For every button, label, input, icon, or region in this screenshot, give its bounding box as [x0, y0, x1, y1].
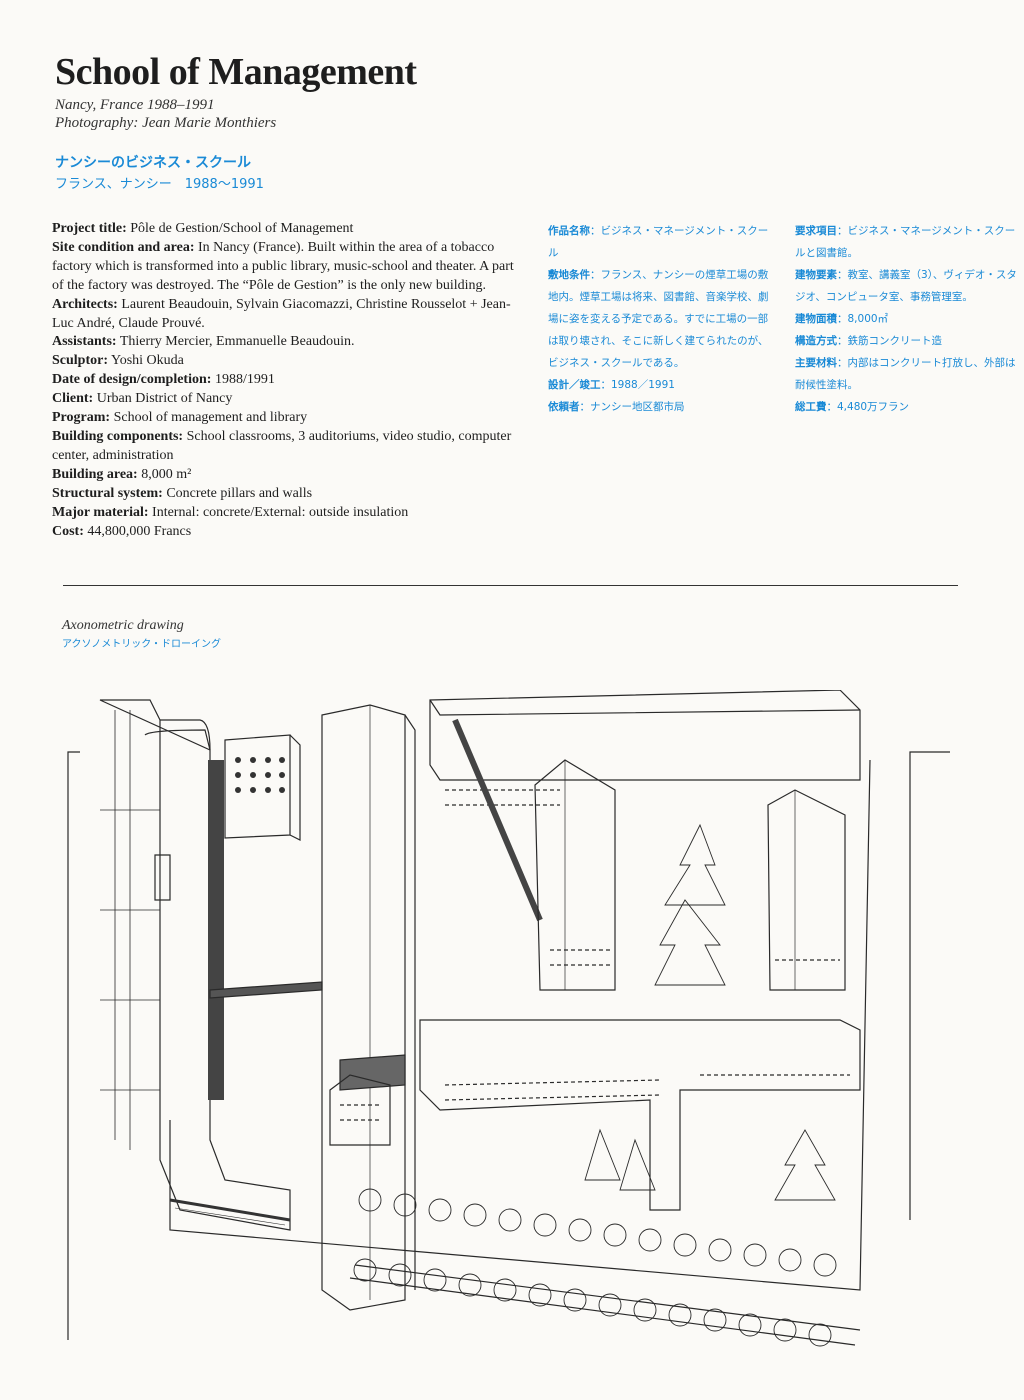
spec-row-label: Cost: — [52, 523, 84, 539]
spec-row-value: Pôle de Gestion/School of Management — [126, 221, 354, 236]
spec-row: Date of design/completion: 1988/1991 — [52, 371, 522, 390]
jp-spec-row-value: ：ビジネス・マネージメント・スクール — [548, 225, 769, 259]
japanese-title: ナンシーのビジネス・スクール フランス、ナンシー 1988～1991 — [55, 152, 264, 196]
japanese-title-main: ナンシーのビジネス・スクール — [55, 155, 251, 171]
jp-spec-row-label: 要求項目 — [795, 225, 837, 237]
spec-row: Client: Urban District of Nancy — [52, 390, 522, 409]
jp-spec-row-value: ：4,480万フラン — [826, 401, 910, 413]
japanese-specs-right: 要求項目：ビジネス・マネージメント・スクールと図書館。建物要素：教室、講義室（3… — [795, 220, 1017, 418]
factory-bottom-block — [419, 1019, 861, 1211]
street-curb-left — [67, 751, 80, 1340]
spec-row-label: Site condition and area: — [52, 239, 195, 255]
street-curb-right — [909, 751, 950, 1220]
spec-row-label: Client: — [52, 391, 94, 407]
jp-spec-row: 依頼者：ナンシー地区都市局 — [548, 396, 773, 418]
jp-spec-row: 総工費：4,480万フラン — [795, 396, 1017, 418]
jp-spec-row-label: 設計／竣工 — [548, 379, 601, 391]
jp-spec-row: 主要材料：内部はコンクリート打放し、外部は耐候性塗料。 — [795, 352, 1017, 396]
spec-row: Architects: Laurent Beaudouin, Sylvain G… — [52, 296, 522, 334]
jp-spec-row-label: 作品名称 — [548, 225, 590, 237]
spec-row-label: Program: — [52, 410, 111, 426]
jp-spec-row: 建物面積：8,000㎡ — [795, 308, 1017, 330]
jp-spec-row-value: ：8,000㎡ — [837, 313, 889, 325]
spec-row: Sculptor: Yoshi Okuda — [52, 352, 522, 371]
location-line: Nancy, France 1988–1991 — [55, 97, 215, 113]
spec-row-value: School of management and library — [110, 410, 308, 426]
courtyard-trees — [584, 823, 836, 1201]
jp-spec-row-label: 依頼者 — [548, 401, 580, 413]
japanese-specs-left: 作品名称：ビジネス・マネージメント・スクール敷地条件：フランス、ナンシーの煙草工… — [548, 220, 773, 418]
jp-spec-row-label: 主要材料 — [795, 357, 837, 369]
factory-gable-left — [534, 759, 616, 991]
axonometric-drawing — [67, 690, 950, 1347]
spec-row-label: Architects: — [52, 296, 118, 312]
spec-row-label: Structural system: — [52, 485, 163, 501]
jp-spec-row: 建物要素：教室、講義室（3）、ヴィデオ・スタジオ、コンピュータ室、事務管理室。 — [795, 264, 1017, 308]
jp-spec-row-value: ：ナンシー地区都市局 — [579, 401, 685, 413]
spec-row-value: Concrete pillars and walls — [162, 485, 313, 501]
jp-spec-row-label: 敷地条件 — [548, 269, 590, 281]
connecting-bridge — [209, 981, 323, 999]
spec-row-label: Date of design/completion: — [52, 372, 212, 388]
jp-spec-row-label: 構造方式 — [795, 335, 837, 347]
street-trees — [353, 1188, 837, 1347]
site-boundary — [169, 759, 871, 1291]
central-slab — [321, 704, 416, 1311]
jp-spec-row: 作品名称：ビジネス・マネージメント・スクール — [548, 220, 773, 264]
spec-row: Building area: 8,000 m² — [52, 466, 522, 485]
glazed-facade — [208, 760, 224, 1100]
jp-spec-row-label: 建物要素 — [795, 269, 837, 281]
photography-credit: Photography: Jean Marie Monthiers — [55, 115, 277, 131]
small-house — [329, 1074, 391, 1146]
spec-row-value: In Nancy (France). Built within the area… — [52, 239, 514, 293]
project-specs: Project title: Pôle de Gestion/School of… — [52, 220, 522, 541]
page-title: School of Management — [55, 51, 417, 93]
spec-row: Major material: Internal: concrete/Exter… — [52, 504, 522, 523]
spec-row-label: Building components: — [52, 428, 184, 444]
spec-row: Building components: School classrooms, … — [52, 428, 522, 466]
spec-row: Assistants: Thierry Mercier, Emmanuelle … — [52, 333, 522, 352]
jp-spec-row-label: 総工費 — [795, 401, 827, 413]
spec-row-value: Laurent Beaudouin, Sylvain Giacomazzi, C… — [52, 296, 511, 331]
spec-row-value: Urban District of Nancy — [93, 391, 233, 407]
spec-row-label: Major material: — [52, 504, 149, 520]
divider-rule — [63, 585, 958, 586]
spec-row-value: Thierry Mercier, Emmanuelle Beaudouin. — [116, 334, 355, 350]
spec-row-label: Building area: — [52, 466, 138, 482]
spec-row: Site condition and area: In Nancy (Franc… — [52, 239, 522, 296]
spec-row-value: 44,800,000 Francs — [83, 523, 192, 539]
japanese-title-sub: フランス、ナンシー 1988～1991 — [55, 177, 264, 192]
cube-block — [224, 734, 301, 841]
spec-row-value: Internal: concrete/External: outside ins… — [148, 504, 409, 520]
street-curb-bottom — [349, 1264, 861, 1346]
spec-row: Program: School of management and librar… — [52, 409, 522, 428]
factory-top-block — [429, 690, 861, 922]
spec-row-value: School classrooms, 3 auditoriums, video … — [52, 428, 512, 463]
spec-row: Structural system: Concrete pillars and … — [52, 485, 522, 504]
jp-spec-row-label: 建物面積 — [795, 313, 837, 325]
spec-row-value: Yoshi Okuda — [108, 353, 184, 369]
curved-wing — [99, 699, 291, 1231]
jp-spec-row-value: ：内部はコンクリート打放し、外部は耐候性塗料。 — [795, 357, 1016, 391]
factory-gable-right — [767, 789, 846, 991]
jp-spec-row-value: ：ビジネス・マネージメント・スクールと図書館。 — [795, 225, 1016, 259]
spec-row-label: Assistants: — [52, 334, 117, 350]
jp-spec-row: 要求項目：ビジネス・マネージメント・スクールと図書館。 — [795, 220, 1017, 264]
jp-spec-row-value: ：フランス、ナンシーの煙草工場の敷地内。煙草工場は将来、図書館、音楽学校、劇場に… — [548, 269, 769, 369]
spec-row-label: Project title: — [52, 221, 127, 236]
project-subtitle: Nancy, France 1988–1991 Photography: Jea… — [55, 96, 276, 132]
jp-spec-row: 構造方式：鉄筋コンクリート造 — [795, 330, 1017, 352]
figure-caption-japanese: アクソノメトリック・ドローイング — [62, 639, 221, 650]
spec-row: Project title: Pôle de Gestion/School of… — [52, 220, 522, 239]
jp-spec-row-value: ：1988／1991 — [600, 379, 675, 391]
figure-caption: Axonometric drawing — [62, 618, 184, 633]
spec-row-value: 8,000 m² — [137, 466, 192, 482]
spec-row: Cost: 44,800,000 Francs — [52, 523, 522, 542]
spec-row-label: Sculptor: — [52, 353, 108, 369]
spec-row-value: 1988/1991 — [211, 372, 275, 388]
jp-spec-row: 敷地条件：フランス、ナンシーの煙草工場の敷地内。煙草工場は将来、図書館、音楽学校… — [548, 264, 773, 374]
jp-spec-row: 設計／竣工：1988／1991 — [548, 374, 773, 396]
jp-spec-row-value: ：鉄筋コンクリート造 — [837, 335, 942, 347]
jp-spec-row-value: ：教室、講義室（3）、ヴィデオ・スタジオ、コンピュータ室、事務管理室。 — [795, 269, 1017, 303]
